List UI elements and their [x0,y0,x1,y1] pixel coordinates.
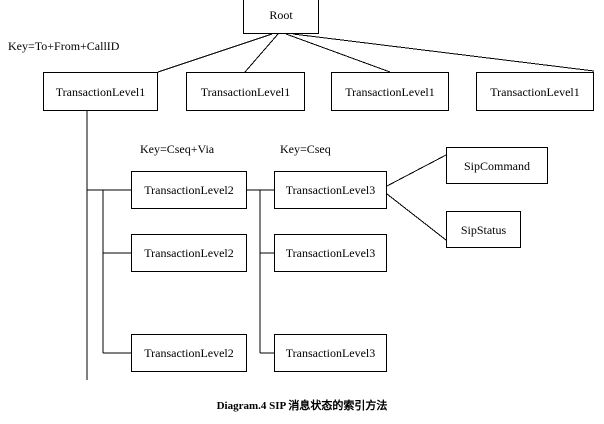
node-transaction-level3-1[interactable]: TransactionLevel3 [274,171,387,209]
diagram-caption: Diagram.4 SIP 消息状态的索引方法 [216,400,388,412]
node-sip-command[interactable]: SipCommand [446,147,548,184]
node-transaction-level3-3[interactable]: TransactionLevel3 [274,334,387,372]
node-transaction-level3-1-label: TransactionLevel3 [285,183,376,197]
edge-root-to-l1-3 [285,33,391,73]
key-label-level1: Key=To+From+CallID [8,39,120,53]
edge-l3-to-sipstatus [386,193,447,241]
node-transaction-level3-2[interactable]: TransactionLevel3 [274,234,387,272]
edge-root-to-l1-4 [292,33,595,72]
node-transaction-level1-4-label: TransactionLevel1 [490,84,580,99]
node-root[interactable]: Root [243,0,319,34]
node-transaction-level1-3-label: TransactionLevel1 [345,84,435,99]
node-transaction-level2-2-label: TransactionLevel2 [144,246,234,260]
node-transaction-level1-2-label: TransactionLevel1 [200,84,291,99]
node-transaction-level2-1-label: TransactionLevel2 [144,183,234,197]
node-transaction-level2-3-label: TransactionLevel2 [144,346,234,360]
node-transaction-level3-3-label: TransactionLevel3 [285,346,376,360]
node-sip-status[interactable]: SipStatus [446,211,521,248]
node-transaction-level2-2[interactable]: TransactionLevel2 [131,234,247,272]
node-sip-command-label: SipCommand [463,158,530,173]
edge-root-to-l1-1 [157,33,273,73]
node-root-label: Root [269,7,293,22]
node-transaction-level1-4[interactable]: TransactionLevel1 [476,72,594,111]
edge-l3-to-sipcommand [386,154,447,187]
node-transaction-level2-3[interactable]: TransactionLevel2 [131,334,247,372]
node-transaction-level3-2-label: TransactionLevel3 [285,246,376,260]
node-transaction-level2-1[interactable]: TransactionLevel2 [131,171,247,209]
node-transaction-level1-1[interactable]: TransactionLevel1 [43,72,158,111]
edge-root-to-l1-2 [244,33,279,73]
node-transaction-level1-2[interactable]: TransactionLevel1 [186,72,305,111]
node-sip-status-label: SipStatus [460,222,507,237]
node-transaction-level1-1-label: TransactionLevel1 [55,84,146,99]
key-label-level2: Key=Cseq+Via [140,142,215,156]
key-label-level3: Key=Cseq [280,142,331,156]
node-transaction-level1-3[interactable]: TransactionLevel1 [331,72,449,111]
